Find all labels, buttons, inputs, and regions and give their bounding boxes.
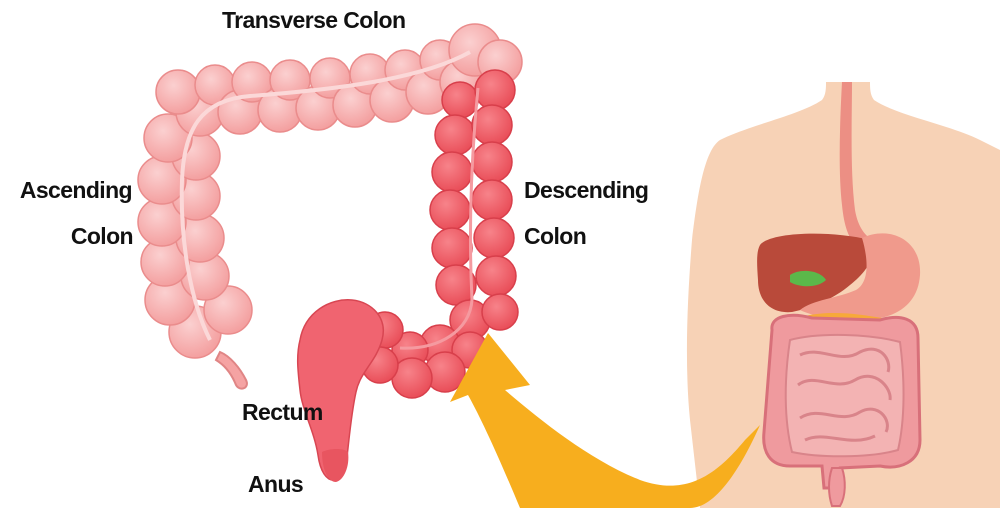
label-transverse-colon: Transverse Colon (222, 6, 405, 34)
torso-rectum (829, 468, 845, 506)
label-descending-colon-line1: Descending (524, 176, 648, 204)
label-rectum: Rectum (242, 398, 323, 426)
human-torso (687, 82, 1000, 508)
appendix (216, 352, 247, 389)
label-anus: Anus (248, 470, 303, 498)
label-ascending-colon-line2: Colon (0, 222, 133, 250)
colon-illustration (138, 24, 522, 482)
label-descending-colon-line2: Colon (524, 222, 586, 250)
label-ascending-colon-line1: Ascending (0, 176, 132, 204)
